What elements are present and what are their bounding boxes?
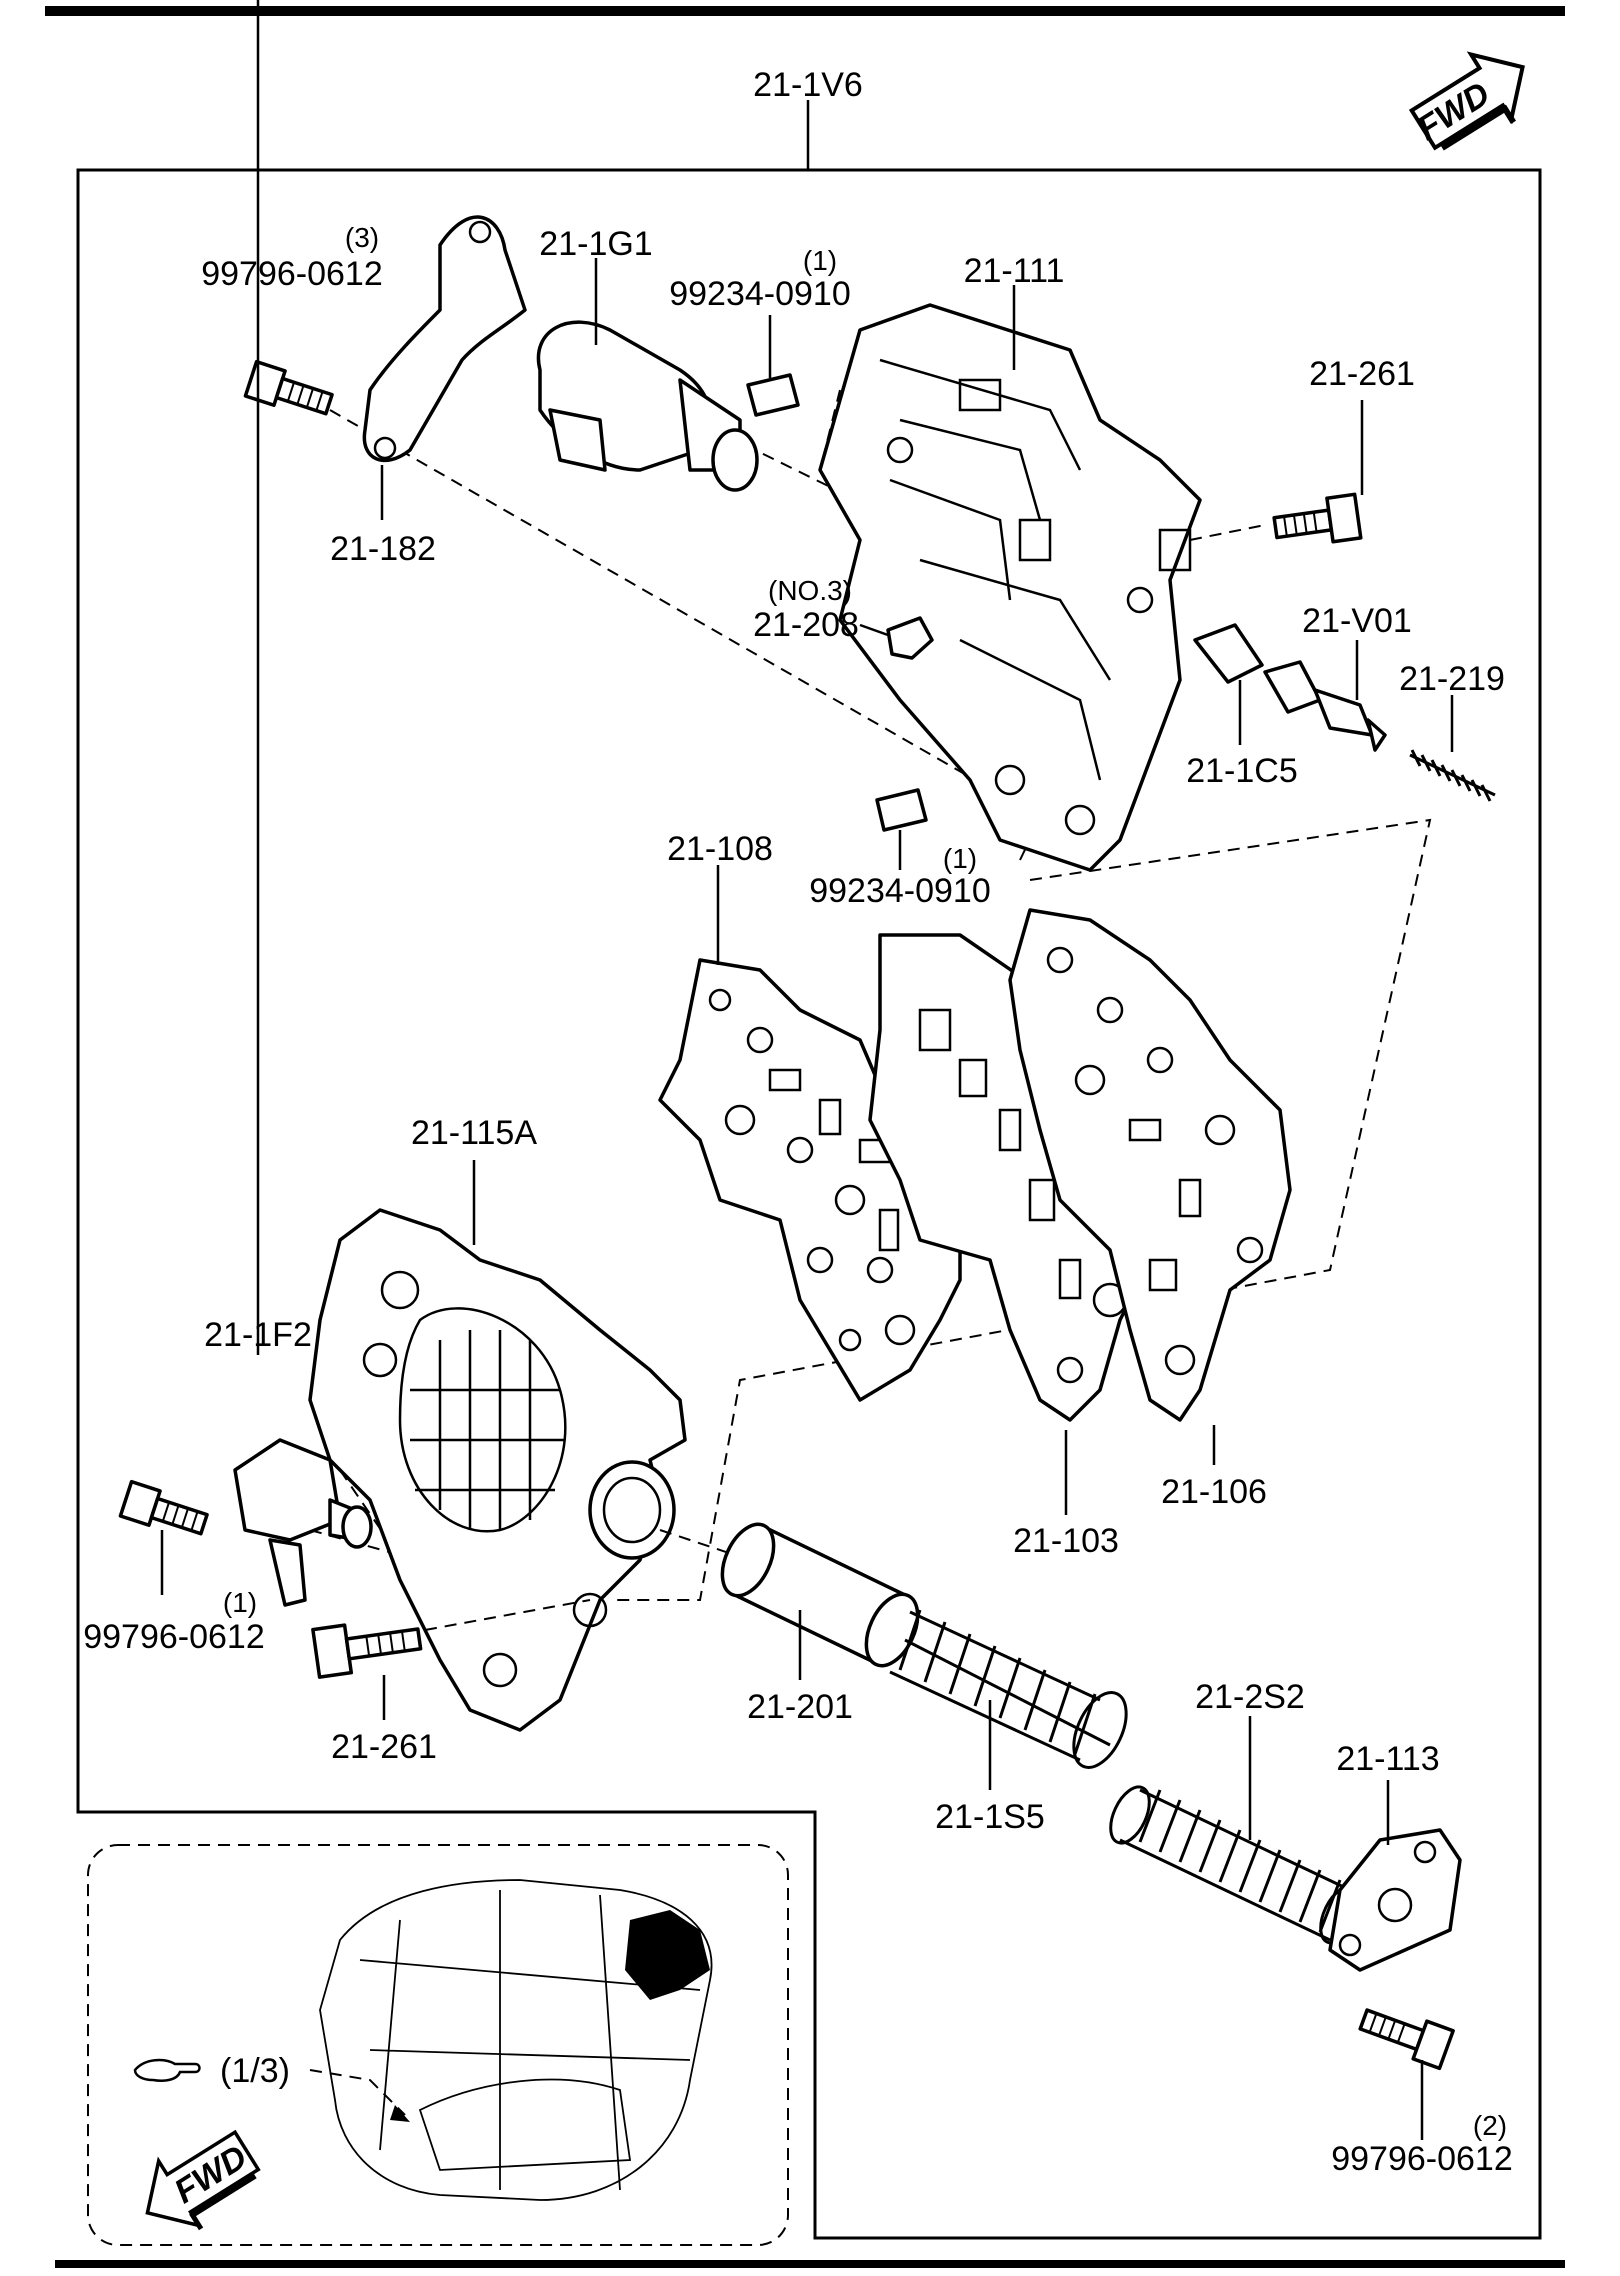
- bolt-top-right-icon: [1272, 492, 1363, 544]
- bolt-lower-icon: [311, 1623, 423, 1679]
- pin-middle-part: [875, 788, 928, 832]
- cover-plate-code: 21-113: [1336, 1740, 1439, 1778]
- sleeve-part: [1193, 623, 1264, 684]
- assembly-frame: [76, 168, 1542, 2240]
- check-ball-note: (NO.3): [768, 575, 852, 606]
- pin-top-qty: (1): [803, 245, 837, 276]
- valve-code: 21-V01: [1302, 602, 1412, 640]
- spring-small-part: [1409, 749, 1496, 802]
- solenoid-top-code: 21-1G1: [539, 225, 652, 263]
- bolt-bottom-right-qty: (2): [1473, 2110, 1507, 2141]
- bolt-lower-left-code: 99796-0612: [83, 1618, 265, 1656]
- check-ball-part: [886, 616, 934, 660]
- assembly-code: 21-1V6: [753, 66, 863, 104]
- gasket-cover-code: 21-182: [330, 530, 436, 568]
- lower-valve-body-details: [362, 1270, 608, 1688]
- sleeve-code: 21-1C5: [1186, 752, 1298, 790]
- spring-large-part: [889, 1609, 1128, 1769]
- bolt-top-right-code: 21-261: [1309, 355, 1415, 393]
- top-rule: [45, 6, 1565, 16]
- gasket-left-part: [658, 958, 962, 1402]
- bolt-lower-left-qty: (1): [223, 1587, 257, 1618]
- solenoid-lower-part: [233, 1438, 373, 1607]
- spring-small-code: 21-219: [1399, 660, 1505, 698]
- gasket-left-holes: [708, 988, 916, 1352]
- gasket-right-code: 21-106: [1161, 1473, 1267, 1511]
- inset-frame: [87, 1844, 789, 2246]
- upper-valve-body-channels: [879, 358, 1192, 836]
- spring-long-code: 21-2S2: [1195, 1678, 1305, 1716]
- spring-long-part: [1109, 1785, 1361, 1945]
- bolt-lower-left-icon: [118, 1479, 209, 1536]
- upper-valve-body-code: 21-111: [964, 252, 1065, 290]
- inset-fwd-arrow-icon: FWD: [145, 2129, 261, 2231]
- upper-valve-body-part: [818, 303, 1202, 872]
- spring-large-code: 21-1S5: [935, 1798, 1045, 1836]
- pin-top-code: 99234-0910: [669, 275, 851, 313]
- cover-plate-part: [1328, 1828, 1462, 1972]
- lower-valve-body-code: 21-115A: [411, 1114, 537, 1152]
- lower-valve-body-part: [308, 1208, 687, 1732]
- fwd-arrow-icon: FWD: [1408, 51, 1525, 151]
- pin-middle-qty: (1): [943, 843, 977, 874]
- gasket-cover-part: [362, 215, 527, 462]
- piston-part: [720, 1522, 920, 1668]
- valve-part: [1263, 660, 1387, 752]
- piston-code: 21-201: [747, 1688, 853, 1726]
- bolt-lower-code: 21-261: [331, 1728, 437, 1766]
- solenoid-lower-code: 21-1F2: [204, 1316, 312, 1354]
- bolt-bottom-right-code: 99796-0612: [1331, 2140, 1513, 2178]
- transmission-outline: [319, 1879, 713, 2201]
- gasket-right-holes: [1046, 946, 1264, 1376]
- gasket-right-part: [1008, 908, 1292, 1422]
- bolt-top-left-icon: [243, 359, 334, 416]
- bolt-top-left-qty: (3): [345, 222, 379, 253]
- pin-top-part: [746, 373, 800, 417]
- highlighted-area: [625, 1910, 710, 2000]
- bottom-rule: [55, 2260, 1565, 2268]
- bolt-top-left-code: 99796-0612: [201, 255, 383, 293]
- gasket-left-code: 21-108: [667, 830, 773, 868]
- separator-plate-code: 21-103: [1013, 1522, 1119, 1560]
- pointing-hand-icon: [133, 2058, 201, 2082]
- solenoid-top-part: [536, 320, 759, 492]
- bolt-bottom-right-icon: [1358, 2008, 1455, 2071]
- check-ball-code: 21-208: [753, 606, 859, 644]
- pin-middle-code: 99234-0910: [809, 872, 991, 910]
- inset-reference: (1/3): [220, 2052, 290, 2090]
